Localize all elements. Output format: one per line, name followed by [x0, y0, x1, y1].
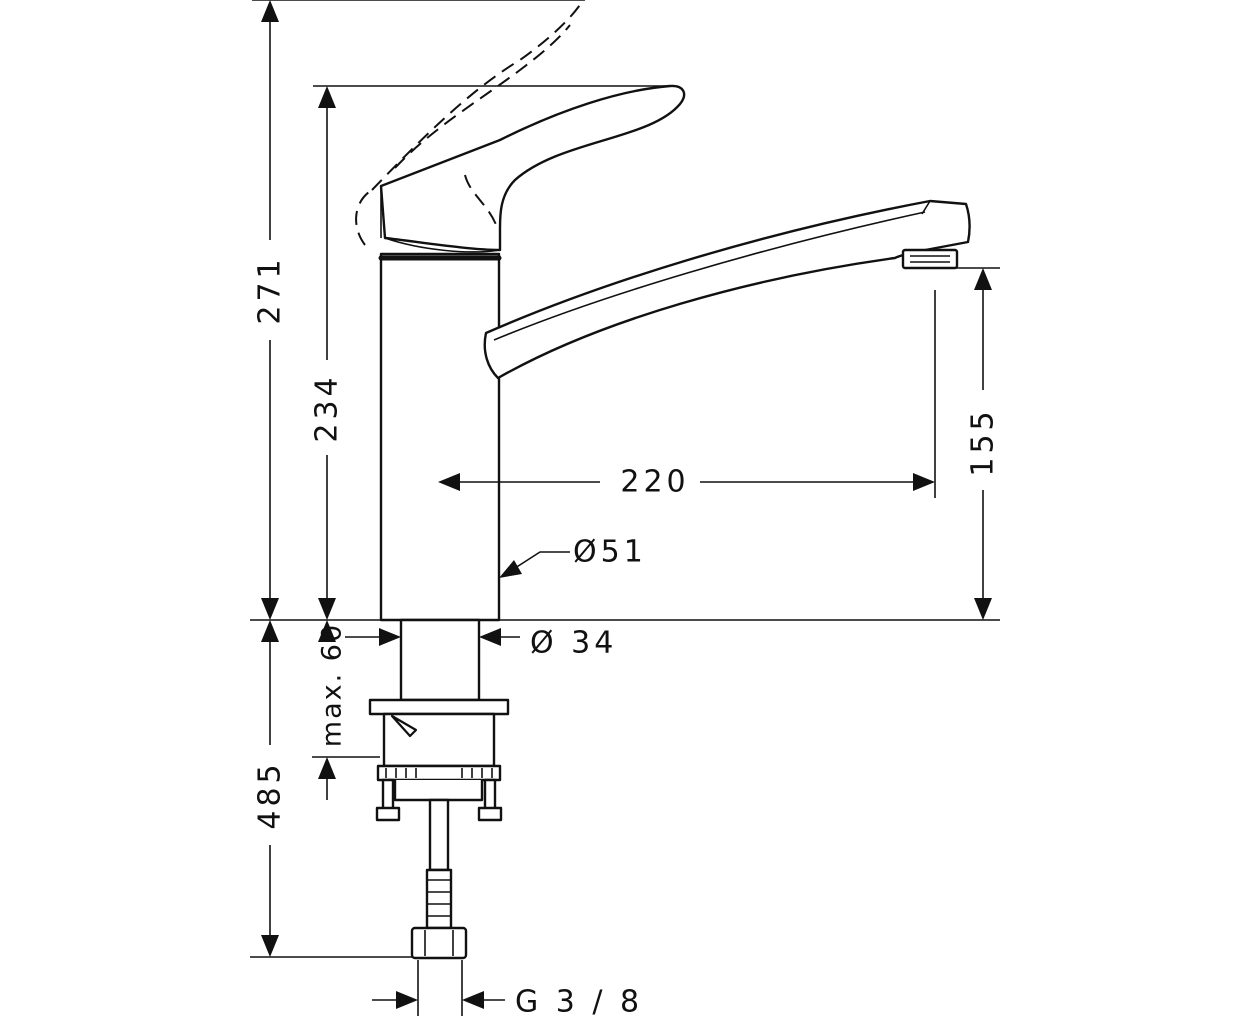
faucet-lever — [379, 84, 686, 253]
dimension-label-max60: max. 60 — [317, 623, 348, 747]
dimension-label-220: 220 — [620, 465, 689, 500]
dimension-label-d51: Ø51 — [573, 535, 647, 570]
dimension-label-271: 271 — [253, 255, 288, 324]
dimension-label-234: 234 — [310, 373, 345, 442]
dimension-label-485: 485 — [253, 760, 288, 829]
faucet-body — [378, 252, 502, 622]
dimension-outlet-height: 155 — [966, 268, 1001, 620]
reference-lines — [250, 0, 1000, 1016]
dimension-max-deck-thickness: max. 60 — [317, 620, 348, 800]
faucet-spout — [483, 199, 971, 380]
dimension-label-g38: G 3 / 8 — [515, 985, 643, 1020]
supply-hose — [410, 798, 468, 960]
dimension-hose-length: 485 — [253, 620, 288, 957]
dimension-label-155: 155 — [966, 407, 1001, 476]
dimension-body-height: 234 — [310, 86, 345, 620]
dimension-label-d34: Ø 34 — [530, 626, 617, 661]
dimension-shank-diameter: Ø 34 — [345, 626, 617, 661]
mounting-shank — [368, 618, 510, 822]
dimension-connection-thread: G 3 / 8 — [372, 985, 643, 1020]
dimension-body-diameter: Ø51 — [499, 535, 647, 578]
lever-open-position — [355, 1, 583, 246]
threaded-ring — [385, 768, 493, 778]
dimension-spout-reach: 220 — [438, 465, 935, 500]
dimension-total-height: 271 — [253, 0, 288, 620]
